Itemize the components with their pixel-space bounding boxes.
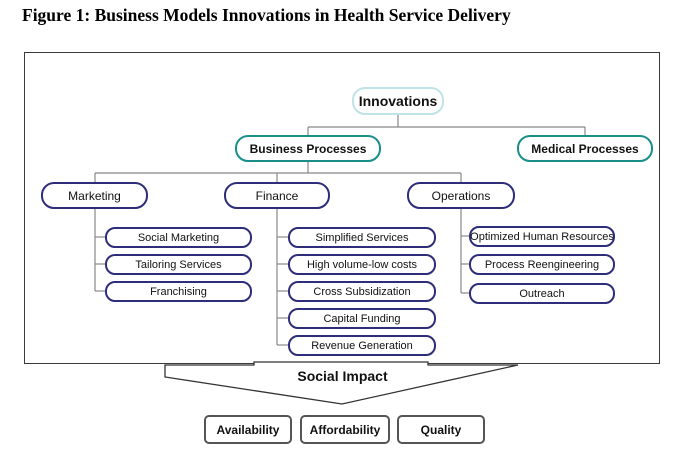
figure-title: Figure 1: Business Models Innovations in… (22, 5, 511, 25)
innovations-node: Innovations (352, 87, 444, 115)
finance-node: Finance (224, 182, 330, 209)
operations-item-outreach: Outreach (469, 283, 615, 304)
outcome-availability: Availability (204, 415, 292, 444)
finance-item-revenue-generation: Revenue Generation (288, 335, 436, 356)
operations-item-process-reengineering: Process Reengineering (469, 254, 615, 275)
social-impact-label: Social Impact (297, 368, 388, 384)
marketing-item-social-marketing: Social Marketing (105, 227, 252, 248)
outcome-quality: Quality (397, 415, 485, 444)
finance-item-simplified-services: Simplified Services (288, 227, 436, 248)
medical-processes-node: Medical Processes (517, 135, 653, 162)
marketing-node: Marketing (41, 182, 148, 209)
business-processes-node: Business Processes (235, 135, 381, 162)
funnel-arrow (164, 361, 519, 405)
finance-item-capital-funding: Capital Funding (288, 308, 436, 329)
finance-item-cross-subsidization: Cross Subsidization (288, 281, 436, 302)
outcome-affordability: Affordability (300, 415, 390, 444)
marketing-item-franchising: Franchising (105, 281, 252, 302)
finance-item-high-volume-low-costs: High volume-low costs (288, 254, 436, 275)
operations-node: Operations (407, 182, 515, 209)
operations-item-optimized-human-resources: Optimized Human Resources (469, 226, 615, 247)
marketing-item-tailoring-services: Tailoring Services (105, 254, 252, 275)
